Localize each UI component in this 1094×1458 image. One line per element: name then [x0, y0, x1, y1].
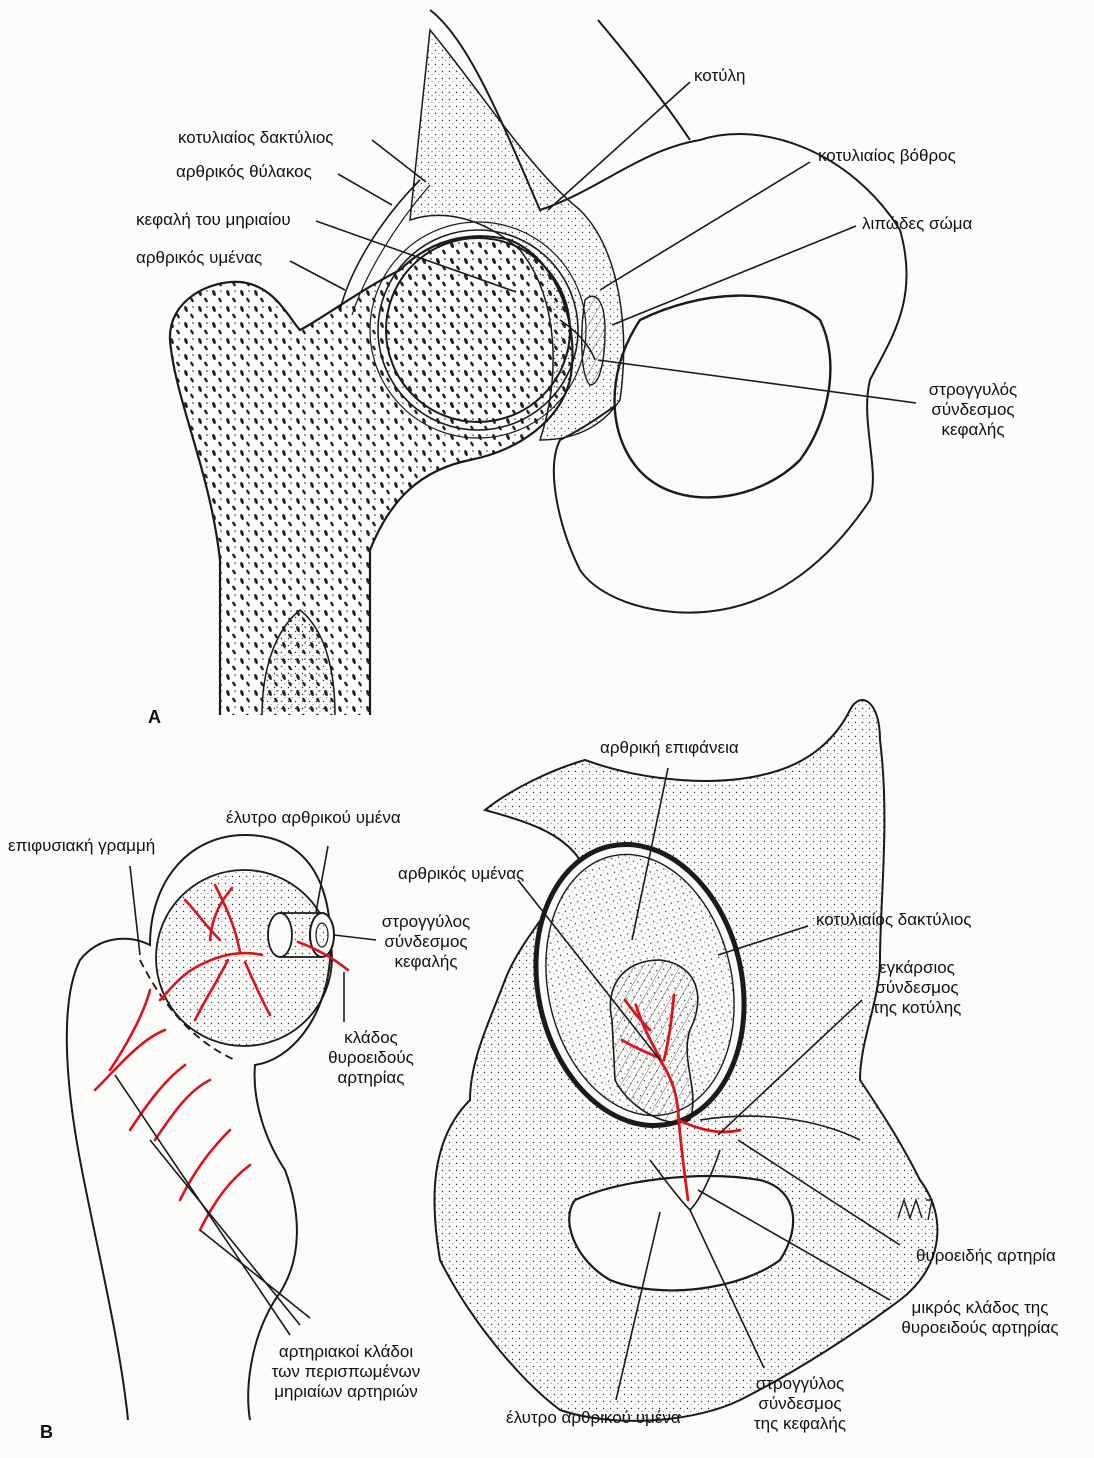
label-strongylos-bottom-line1: στρογγύλος: [740, 1374, 860, 1394]
label-egkarsios-line2: σύνδεσμος: [862, 978, 972, 998]
label-kotyliaios-daktylios-b: κοτυλιαίος δακτύλιος: [816, 910, 972, 930]
label-kladou-line1: κλάδος: [316, 1028, 426, 1048]
obturator-foramen-a: [615, 296, 831, 498]
label-arteriakoi-line1: αρτηριακοί κλάδοι: [256, 1342, 436, 1362]
label-mikros-line2: θυροειδούς αρτηρίας: [890, 1318, 1070, 1338]
obturator-foramen-b: [569, 1176, 793, 1290]
femoral-head-b: [156, 870, 332, 1046]
label-elytro-bottom: έλυτρο αρθρικού υμένα: [506, 1408, 681, 1428]
label-strongylos-a-line2: σύνδεσμος: [918, 400, 1028, 420]
label-arthriki-epifaneia: αρθρική επιφάνεια: [600, 738, 739, 758]
panel-a-tag: A: [148, 707, 161, 727]
label-elytro-top: έλυτρο αρθρικού υμένα: [226, 808, 401, 828]
label-kotyli: κοτύλη: [694, 66, 745, 86]
label-strongylos-a: στρογγυλός σύνδεσμος κεφαλής: [918, 380, 1028, 440]
label-lipodes-soma: λιπώδες σώμα: [862, 214, 972, 234]
label-kotyliaios-vothros: κοτυλιαίος βόθρος: [818, 146, 956, 166]
label-kladou-line3: αρτηρίας: [316, 1068, 426, 1088]
label-egkarsios-line3: της κοτύλης: [862, 998, 972, 1018]
label-strongylos-bottom-line3: της κεφαλής: [740, 1414, 860, 1434]
label-arteriakoi-line2: των περισπωμένων: [256, 1362, 436, 1382]
label-arteriakoi-kladoi: αρτηριακοί κλάδοι των περισπωμένων μηρια…: [256, 1342, 436, 1402]
label-strongylos-bottom: στρογγύλος σύνδεσμος της κεφαλής: [740, 1374, 860, 1434]
label-egkarsios-line1: εγκάρσιος: [862, 958, 972, 978]
label-kladou-line2: θυροειδούς: [316, 1048, 426, 1068]
label-mikros-line1: μικρός κλάδος της: [890, 1298, 1070, 1318]
label-epifysiaki-grammi: επιφυσιακή γραμμή: [8, 836, 155, 856]
label-kladou: κλάδος θυροειδούς αρτηρίας: [316, 1028, 426, 1088]
panel-a-drawing: [170, 10, 907, 715]
label-mikros-kladous: μικρός κλάδος της θυροειδούς αρτηρίας: [890, 1298, 1070, 1338]
label-kefali-mirieou: κεφαλή του μηριαίου: [136, 210, 291, 230]
label-strongylos-b-line2: σύνδεσμος: [376, 932, 476, 952]
panel-b-femur-drawing: [67, 835, 334, 1420]
label-arthrikos-thylakos: αρθρικός θύλακος: [176, 162, 312, 182]
label-thyroeidis-artiria: θυροειδής αρτηρία: [916, 1246, 1056, 1266]
label-strongylos-b: στρογγύλος σύνδεσμος κεφαλής: [376, 912, 476, 972]
label-strongylos-b-line1: στρογγύλος: [376, 912, 476, 932]
label-strongylos-a-line3: κεφαλής: [918, 420, 1028, 440]
pelvis-right-edge: [598, 20, 690, 140]
label-strongylos-bottom-line2: σύνδεσμος: [740, 1394, 860, 1414]
label-arthrikos-ymenas-a: αρθρικός υμένας: [136, 248, 262, 268]
panel-b-acetabulum-drawing: [434, 700, 937, 1421]
label-arteriakoi-line3: μηριαίων αρτηριών: [256, 1382, 436, 1402]
label-arthrikos-ymenas-b: αρθρικός υμένας: [398, 864, 524, 884]
panel-b-tag: B: [40, 1422, 53, 1442]
label-egkarsios: εγκάρσιος σύνδεσμος της κοτύλης: [862, 958, 972, 1018]
label-strongylos-a-line1: στρογγυλός: [918, 380, 1028, 400]
label-strongylos-b-line3: κεφαλής: [376, 952, 476, 972]
label-kotyliaios-daktylios-a: κοτυλιαίος δακτύλιος: [178, 128, 334, 148]
femoral-head-a: [386, 238, 570, 422]
